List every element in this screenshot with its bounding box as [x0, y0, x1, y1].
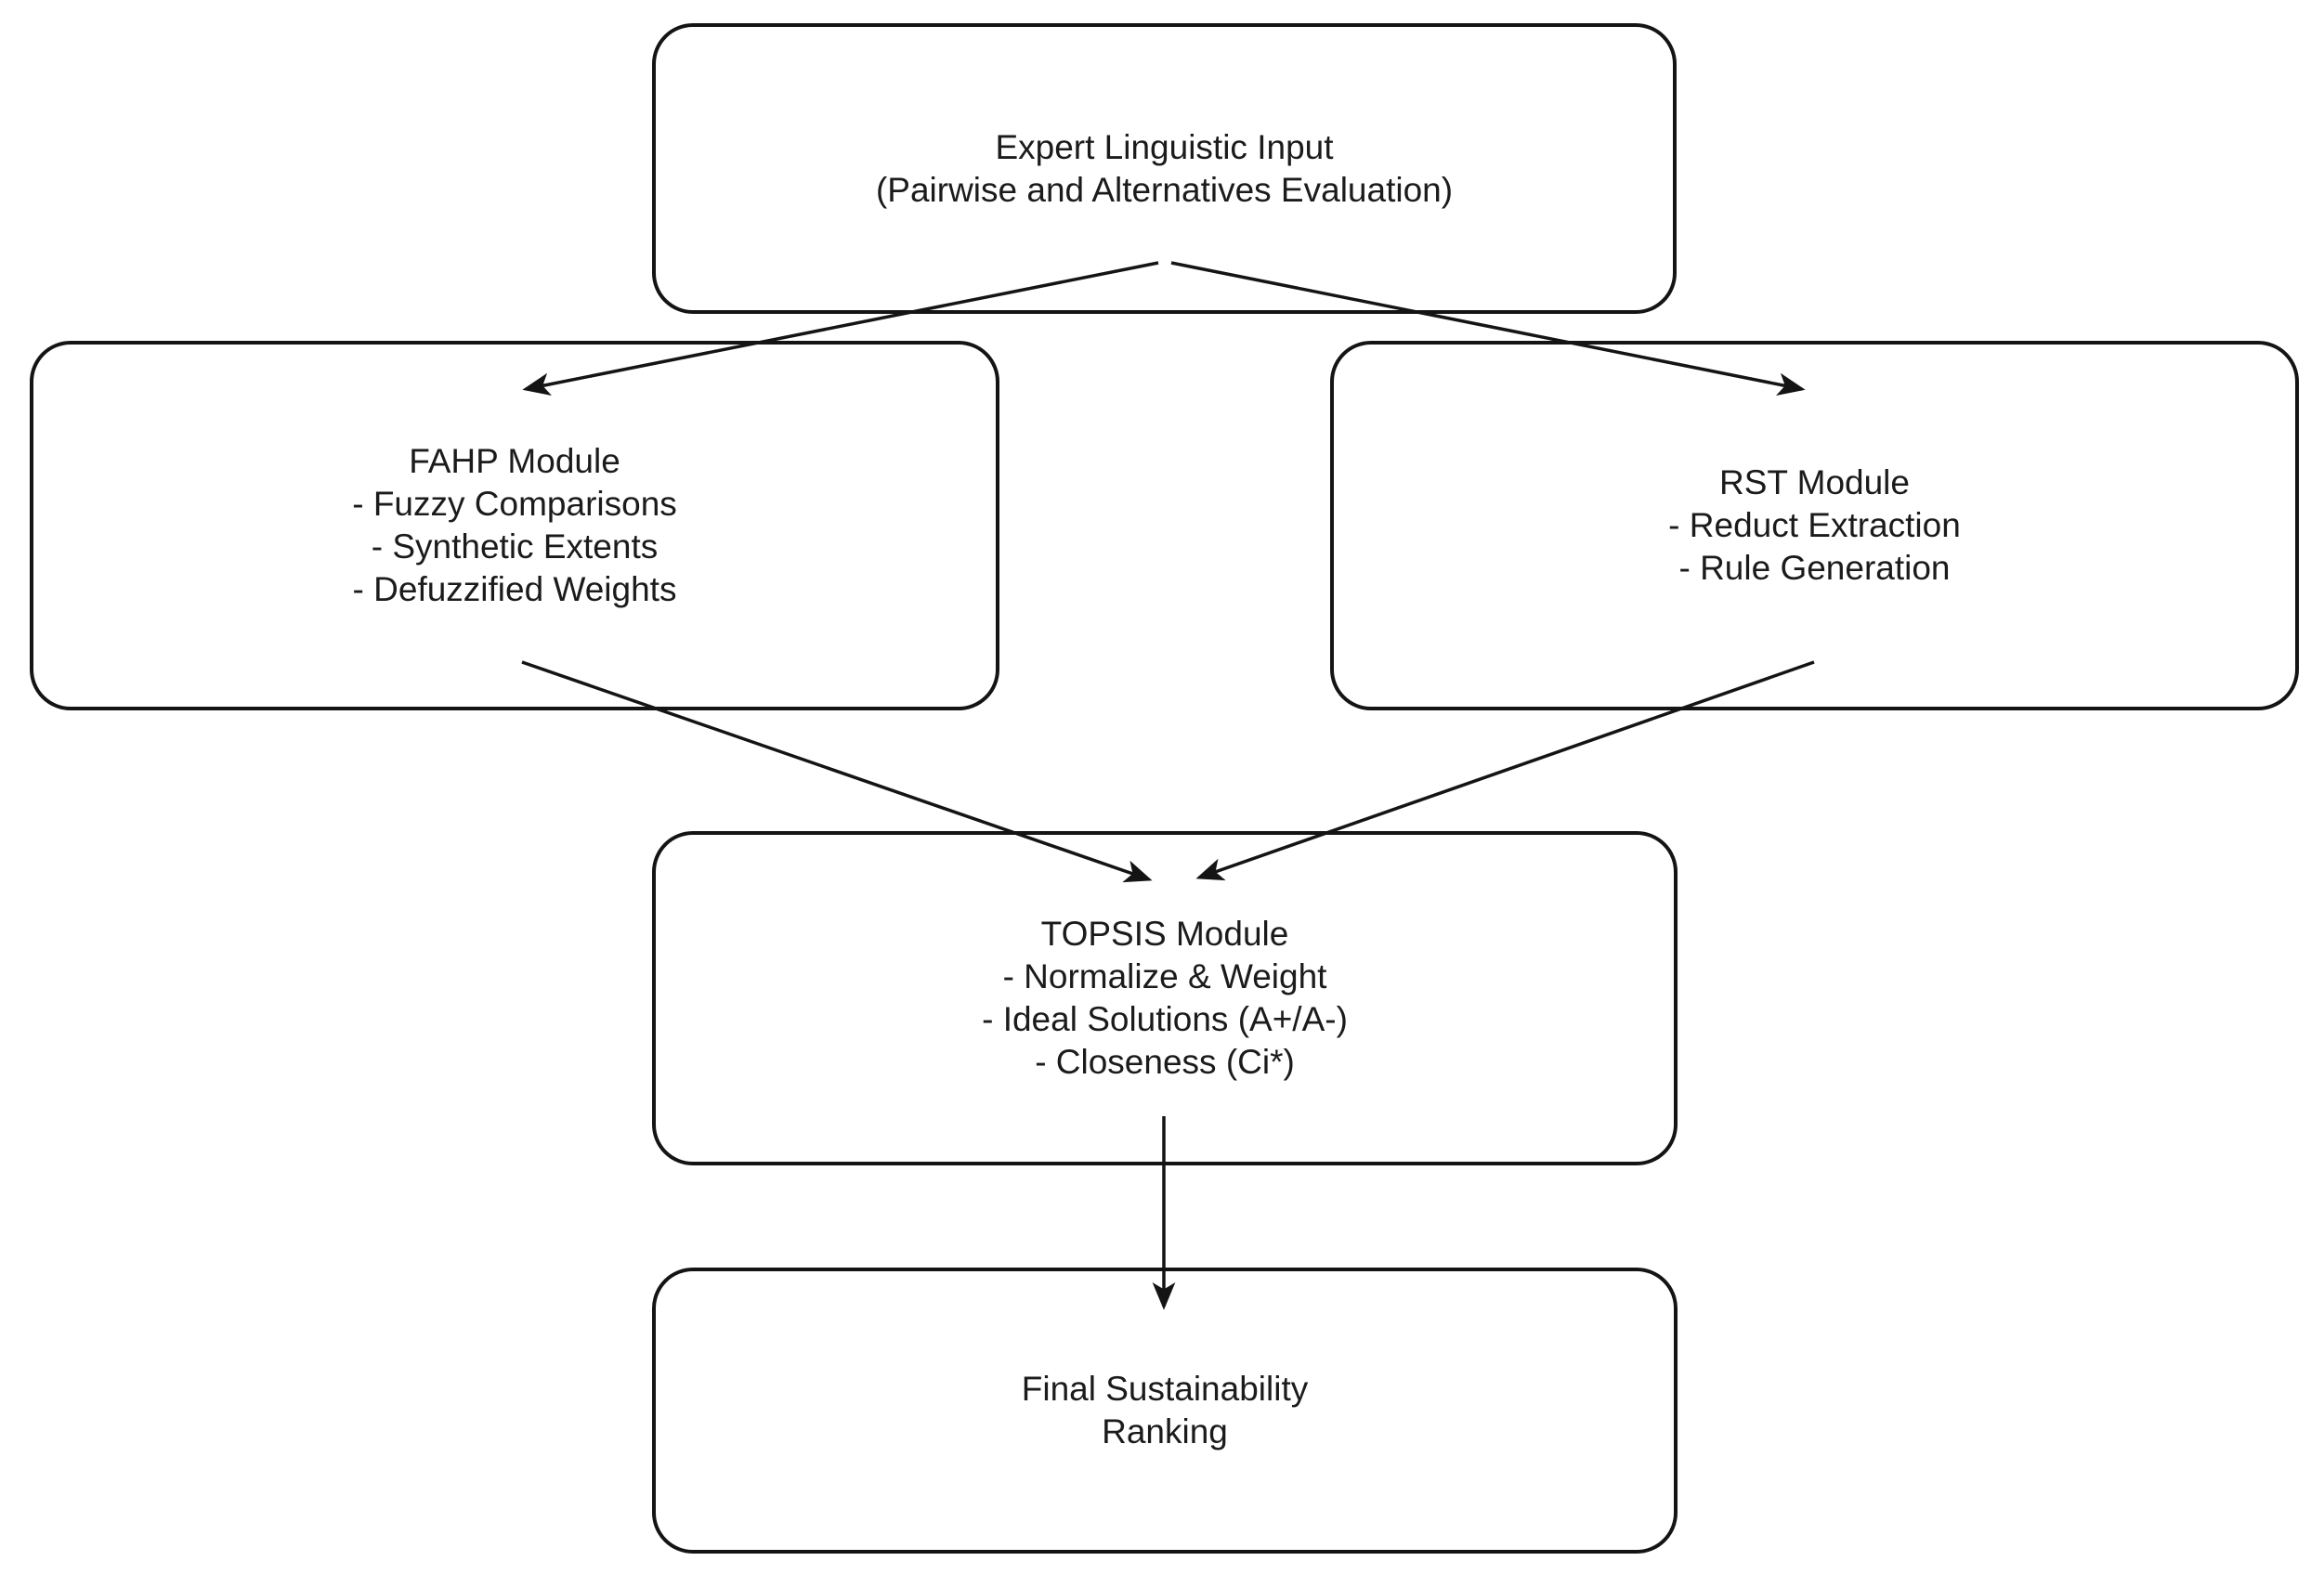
rst-module-title: RST Module: [1719, 463, 1910, 501]
fahp-item-synthetic-extents: - Synthetic Extents: [371, 527, 659, 566]
topsis-module-title: TOPSIS Module: [1040, 915, 1289, 953]
topsis-module-box: TOPSIS Module - Normalize & Weight - Ide…: [652, 831, 1678, 1165]
rst-item-rule-generation: - Rule Generation: [1678, 549, 1951, 587]
topsis-item-normalize-weight: - Normalize & Weight: [1002, 957, 1327, 995]
topsis-item-ideal-solutions: - Ideal Solutions (A+/A-): [982, 1000, 1348, 1038]
expert-input-line-2: (Pairwise and Alternatives Evaluation): [875, 170, 1454, 209]
fahp-item-fuzzy-comparisons: - Fuzzy Comparisons: [352, 485, 677, 523]
final-ranking-line-1: Final Sustainability: [1021, 1370, 1309, 1408]
fahp-item-defuzzified-weights: - Defuzzified Weights: [352, 570, 677, 608]
fahp-module-box: FAHP Module - Fuzzy Comparisons - Synthe…: [30, 341, 999, 710]
rst-item-reduct-extraction: - Reduct Extraction: [1668, 506, 1961, 544]
expert-input-line-1: Expert Linguistic Input: [995, 127, 1334, 166]
final-ranking-line-2: Ranking: [1102, 1412, 1228, 1450]
rst-module-box: RST Module - Reduct Extraction - Rule Ge…: [1330, 341, 2299, 710]
expert-linguistic-input-box: Expert Linguistic Input (Pairwise and Al…: [652, 23, 1677, 314]
topsis-item-closeness: - Closeness (Ci*): [1035, 1043, 1295, 1081]
fahp-module-title: FAHP Module: [409, 442, 620, 480]
final-ranking-box: Final Sustainability Ranking: [652, 1268, 1678, 1554]
